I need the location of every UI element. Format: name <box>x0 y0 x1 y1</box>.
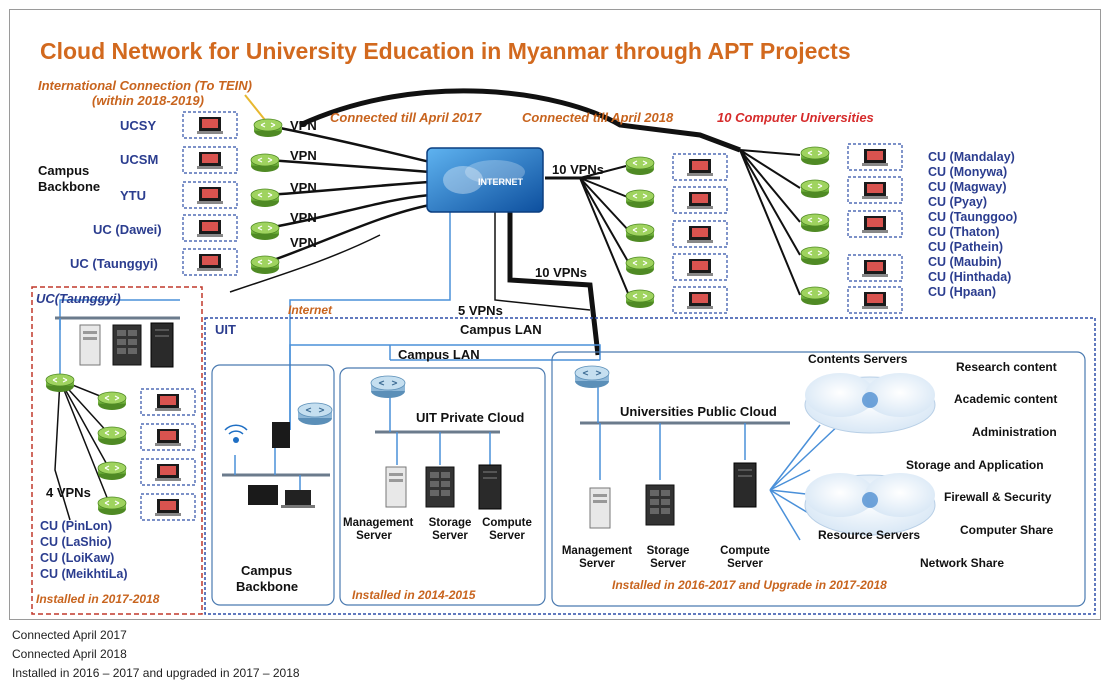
intl-link <box>244 94 266 121</box>
left-university-label: UC (Taunggyi) <box>70 256 158 271</box>
taunggyi-container <box>31 286 203 615</box>
caption-line: Connected April 2018 <box>12 647 127 661</box>
connected-2017-label: Connected till April 2017 <box>330 110 482 125</box>
service-label: Academic content <box>954 392 1058 406</box>
vpn-label: VPN <box>290 148 317 163</box>
internet-label: INTERNET <box>478 177 523 187</box>
wifi-icon <box>233 437 239 443</box>
uit-container <box>204 317 1096 615</box>
cu-label: CU (Taunggoo) <box>928 210 1018 224</box>
service-label: Network Share <box>920 556 1005 570</box>
left-university-label: YTU <box>120 188 146 203</box>
installed-private: Installed in 2014-2015 <box>352 588 476 602</box>
ten-vpns-top: 10 VPNs <box>552 162 605 177</box>
campus-backbone-left-1: Campus <box>38 163 90 178</box>
cu-label: CU (Pathein) <box>928 240 1003 254</box>
middle-vpn-sites <box>625 153 728 314</box>
ten-vpns-mid: 10 VPNs <box>535 265 588 280</box>
vpn-label: VPN <box>290 235 317 250</box>
uit-campus-backbone-1: Campus <box>241 563 293 578</box>
cu-label: CU (Monywa) <box>928 165 1008 179</box>
intl-connection-label: International Connection (To TEIN) <box>38 78 253 93</box>
uit-campus-backbone-box <box>211 364 335 606</box>
cu-label: CU (Pyay) <box>928 195 988 209</box>
vpn-label: VPN <box>290 210 317 225</box>
service-label: Storage and Application <box>906 458 1044 472</box>
laptop-icon <box>285 490 311 505</box>
caption-line: Connected April 2017 <box>12 628 127 642</box>
contents-servers-label: Contents Servers <box>808 352 908 366</box>
uit-campus-backbone-2: Backbone <box>236 579 299 594</box>
diagram-title: Cloud Network for University Education i… <box>40 38 851 64</box>
uit-private-cloud-box <box>339 367 546 606</box>
uit-label: UIT <box>215 322 236 337</box>
cu-label: CU (Hpaan) <box>928 285 997 299</box>
five-vpns: 5 VPNs <box>458 303 503 318</box>
private-cloud-label: UIT Private Cloud <box>416 410 525 425</box>
vpn-label: VPN <box>290 118 317 133</box>
resource-servers-label: Resource Servers <box>818 528 921 542</box>
taunggyi-cu-label: CU (LaShio) <box>40 535 112 549</box>
service-label: Research content <box>956 360 1057 374</box>
taunggyi-installed: Installed in 2017-2018 <box>36 592 160 606</box>
connected-2018-label: Connected till April 2018 <box>522 110 674 125</box>
intl-connection-date: (within 2018-2019) <box>92 93 204 108</box>
vpn-label: VPN <box>290 180 317 195</box>
internet-link-label: Internet <box>288 303 333 317</box>
cu-label: CU (Maubin) <box>928 255 1002 269</box>
four-vpns-label: 4 VPNs <box>46 485 91 500</box>
cu-label: CU (Mandalay) <box>928 150 1015 164</box>
public-cloud-label: Universities Public Cloud <box>620 404 777 419</box>
uit-backbone-icons <box>224 402 333 508</box>
firewall-icon <box>272 422 290 448</box>
private-cloud-icons <box>370 375 502 510</box>
public-cloud-box <box>551 351 1086 607</box>
cu-sites <box>800 143 903 314</box>
cu-label: CU (Hinthada) <box>928 270 1012 284</box>
left-sites <box>182 111 283 276</box>
left-university-label: UCSY <box>120 118 157 133</box>
cu-label: CU (Magway) <box>928 180 1007 194</box>
left-university-label: UC (Dawei) <box>93 222 162 237</box>
ten-cu-label: 10 Computer Universities <box>717 110 874 125</box>
campus-lan-top: Campus LAN <box>460 322 542 337</box>
internet-icon <box>426 147 544 213</box>
campus-lan-inner: Campus LAN <box>398 347 480 362</box>
service-label: Firewall & Security <box>944 490 1052 504</box>
resource-cloud-icon <box>804 473 936 536</box>
taunggyi-links <box>54 379 111 521</box>
service-label: Administration <box>972 425 1057 439</box>
taunggyi-cu-label: CU (LoiKaw) <box>40 551 115 565</box>
cu-label: CU (Thaton) <box>928 225 1000 239</box>
contents-cloud-icon <box>804 373 936 434</box>
taunggyi-cu-label: CU (PinLon) <box>40 519 113 533</box>
service-label: Computer Share <box>960 523 1054 537</box>
installed-public: Installed in 2016-2017 and Upgrade in 20… <box>612 578 887 592</box>
public-cloud-icons <box>574 365 936 536</box>
taunggyi-title: UC(Taunggyi) <box>36 291 121 306</box>
taunggyi-cu-label: CU (MeikhtiLa) <box>40 567 128 581</box>
wan-links <box>229 88 801 356</box>
desktop-icon <box>248 485 278 505</box>
caption-line: Installed in 2016 – 2017 and upgraded in… <box>12 666 300 680</box>
campus-backbone-left-2: Backbone <box>38 179 101 194</box>
left-university-label: UCSM <box>120 152 159 167</box>
